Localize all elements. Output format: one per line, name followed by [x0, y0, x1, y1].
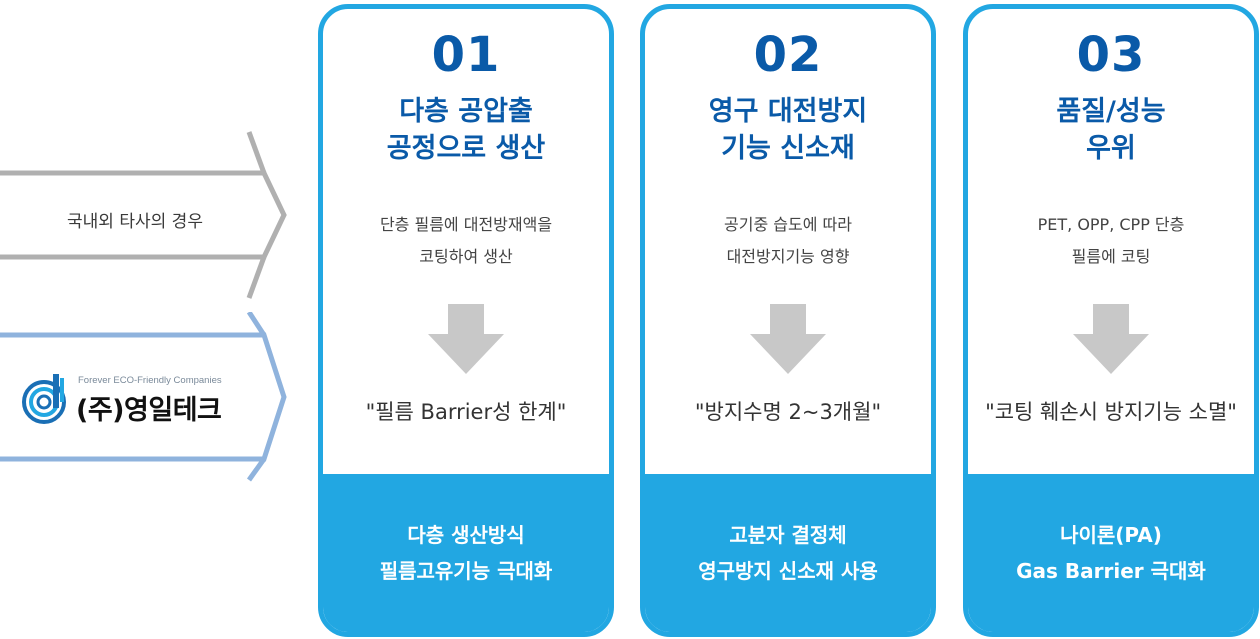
card-description-line: PET, OPP, CPP 단층 — [1037, 215, 1185, 234]
card-description: PET, OPP, CPP 단층 필름에 코팅 — [968, 209, 1254, 273]
card-footer-line: 영구방지 신소재 사용 — [698, 559, 878, 583]
card-description-line: 공기중 습도에 따라 — [724, 215, 852, 234]
card-title-line: 영구 대전방지 — [708, 96, 868, 127]
card-description-line: 단층 필름에 대전방재액을 — [379, 215, 553, 234]
card-limitation-quote: "코팅 훼손시 방지기능 소멸" — [985, 400, 1237, 424]
feature-card-02: 02 영구 대전방지 기능 신소재 공기중 습도에 따라 대전방지기능 영향 "… — [640, 4, 936, 637]
card-title-line: 다층 공압출 — [399, 96, 533, 127]
company-row: Forever ECO-Friendly Companies (주)영일테크 — [0, 312, 290, 482]
down-arrow-icon — [428, 304, 504, 374]
company-name: (주)영일테크 — [76, 395, 222, 426]
card-limitation-quote: "방지수명 2~3개월" — [694, 400, 882, 424]
card-footer-line: 고분자 결정체 — [729, 523, 847, 547]
card-number: 03 — [1076, 27, 1146, 83]
card-footer: 다층 생산방식 필름고유기능 극대화 — [323, 474, 609, 632]
card-description: 단층 필름에 대전방재액을 코팅하여 생산 — [323, 209, 609, 273]
other-companies-label: 국내외 타사의 경우 — [67, 212, 203, 232]
card-description-line: 필름에 코팅 — [1071, 247, 1151, 266]
card-title-line: 품질/성능 — [1056, 96, 1166, 127]
gray-chevron-shape — [0, 131, 287, 299]
company-logo: Forever ECO-Friendly Companies (주)영일테크 — [20, 372, 260, 432]
card-title-line: 공정으로 생산 — [386, 133, 546, 164]
company-tagline: Forever ECO-Friendly Companies — [78, 375, 222, 386]
card-description-line: 코팅하여 생산 — [419, 247, 513, 266]
card-footer-line: Gas Barrier 극대화 — [1016, 559, 1206, 583]
card-footer-line: 다층 생산방식 — [407, 523, 525, 547]
card-footer: 나이론(PA) Gas Barrier 극대화 — [968, 474, 1254, 632]
card-title-line: 기능 신소재 — [721, 133, 855, 164]
down-arrow-icon — [1073, 304, 1149, 374]
other-companies-row: 국내외 타사의 경우 — [0, 130, 290, 300]
card-footer: 고분자 결정체 영구방지 신소재 사용 — [645, 474, 931, 632]
card-description-line: 대전방지기능 영향 — [726, 247, 850, 266]
card-description: 공기중 습도에 따라 대전방지기능 영향 — [645, 209, 931, 273]
card-footer-line: 나이론(PA) — [1060, 523, 1162, 547]
blue-chevron-shape — [0, 312, 287, 482]
down-arrow-icon — [750, 304, 826, 374]
card-title-line: 우위 — [1086, 133, 1136, 164]
card-number: 02 — [753, 27, 823, 83]
company-logo-icon — [22, 374, 66, 424]
card-title: 품질/성능 우위 — [968, 93, 1254, 167]
card-limitation-quote: "필름 Barrier성 한계" — [365, 400, 567, 424]
feature-card-01: 01 다층 공압출 공정으로 생산 단층 필름에 대전방재액을 코팅하여 생산 … — [318, 4, 614, 637]
card-number: 01 — [431, 27, 501, 83]
card-title: 다층 공압출 공정으로 생산 — [323, 93, 609, 167]
card-title: 영구 대전방지 기능 신소재 — [645, 93, 931, 167]
card-footer-line: 필름고유기능 극대화 — [379, 559, 553, 583]
feature-card-03: 03 품질/성능 우위 PET, OPP, CPP 단층 필름에 코팅 "코팅 … — [963, 4, 1259, 637]
